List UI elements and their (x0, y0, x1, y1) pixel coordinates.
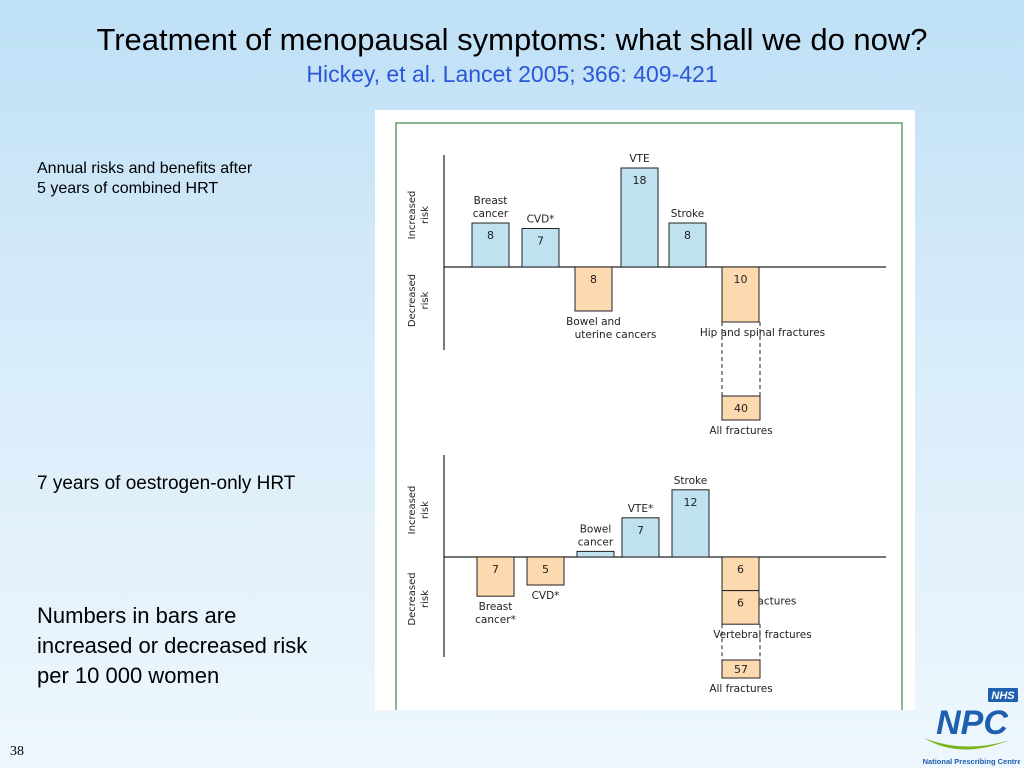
axis-label-increased: Increased (407, 191, 418, 240)
npc-swoosh (924, 738, 1010, 750)
axis-label-decreased: risk (420, 590, 431, 608)
bar-value-label: 8 (590, 273, 597, 286)
axis-label-decreased: risk (420, 291, 431, 309)
risk-bar (476, 556, 515, 597)
bar-value-label: 6 (737, 597, 744, 610)
slide-number: 38 (10, 744, 24, 759)
npc-wordmark: NPC (936, 704, 1008, 742)
bar-category-label: CVD* (527, 214, 555, 226)
nhs-badge (988, 688, 1018, 702)
bar-category-label: Stroke (671, 208, 704, 220)
risk-bar (526, 556, 565, 586)
axis-label-increased: risk (420, 206, 431, 224)
chart-1-caption-line: 5 years of combined HRT (37, 180, 219, 197)
slide-title: Treatment of menopausal symptoms: what s… (96, 22, 928, 57)
slide-subtitle: Hickey, et al. Lancet 2005; 366: 409-421 (306, 61, 718, 87)
bar-value-label: 12 (684, 496, 698, 509)
bar-category-label: Hip and spinal fractures (700, 327, 825, 339)
bar-value-label: 8 (684, 229, 691, 242)
risk-bar-total (721, 395, 761, 421)
bar-value-label: 8 (487, 229, 494, 242)
units-note: Numbers in bars are increased or decreas… (37, 601, 367, 691)
risk-bar (620, 167, 659, 268)
bar-category-label: Bowel (580, 523, 612, 535)
bar-category-label: All fractures (709, 425, 772, 437)
units-note-line: per 10 000 women (37, 663, 220, 688)
bar-category-label: VTE* (628, 503, 653, 515)
figure-frame (395, 122, 903, 710)
risk-bar (721, 590, 760, 625)
npc-tagline: National Prescribing Centre (923, 757, 1020, 766)
bar-value-label: 7 (637, 524, 644, 537)
bar-value-label: 7 (492, 563, 499, 576)
bar-value-label: 5 (542, 563, 549, 576)
risk-bar (576, 550, 615, 558)
bar-category-label: cancer* (475, 614, 516, 626)
bar-category-label: cancer (473, 208, 509, 220)
bar-value-label: 18 (633, 174, 647, 187)
units-note-line: increased or decreased risk (37, 633, 308, 658)
units-note-line: Numbers in bars are (37, 603, 237, 628)
axis-label-decreased: Decreased (407, 572, 418, 625)
risk-bar (574, 266, 613, 312)
bar-category-label: CVD* (532, 590, 560, 602)
risk-bar (521, 228, 560, 268)
bar-value-label: 40 (734, 402, 748, 415)
risk-bar (471, 222, 510, 268)
risk-bar (671, 489, 710, 558)
bar-value-label: 7 (537, 235, 544, 248)
bar-value-label: 6 (737, 563, 744, 576)
bar-category-label: VTE (629, 153, 649, 165)
bar-value-label: 57 (734, 663, 748, 676)
axis-label-increased: Increased (407, 486, 418, 535)
axis-label-increased: risk (420, 501, 431, 519)
bar-category-label: Breast (479, 601, 513, 613)
bar-category-label: All fractures (709, 683, 772, 695)
nhs-badge-text: NHS (991, 690, 1015, 702)
npc-logo: NHS NPC National Prescribing Centre (923, 688, 1020, 766)
chart-1-caption-line: Annual risks and benefits after (37, 160, 253, 177)
bar-category-label: Stroke (674, 475, 707, 487)
chart-2-caption: 7 years of oestrogen-only HRT (37, 473, 296, 494)
risk-bar (621, 517, 660, 558)
risk-bar (668, 222, 707, 268)
chart-1-caption: Annual risks and benefits after 5 years … (37, 159, 337, 199)
risk-bar-total (721, 659, 761, 679)
bar-category-label: Breast (474, 195, 508, 207)
bar-category-label: Bowel and (566, 316, 621, 328)
risk-bar (721, 266, 760, 323)
bar-category-label: Vertebral fractures (713, 629, 811, 641)
axis-label-decreased: Decreased (407, 274, 418, 327)
bar-value-label: 10 (734, 273, 748, 286)
bar-category-label: cancer (578, 536, 614, 548)
bar-category-label: uterine cancers (575, 329, 657, 341)
